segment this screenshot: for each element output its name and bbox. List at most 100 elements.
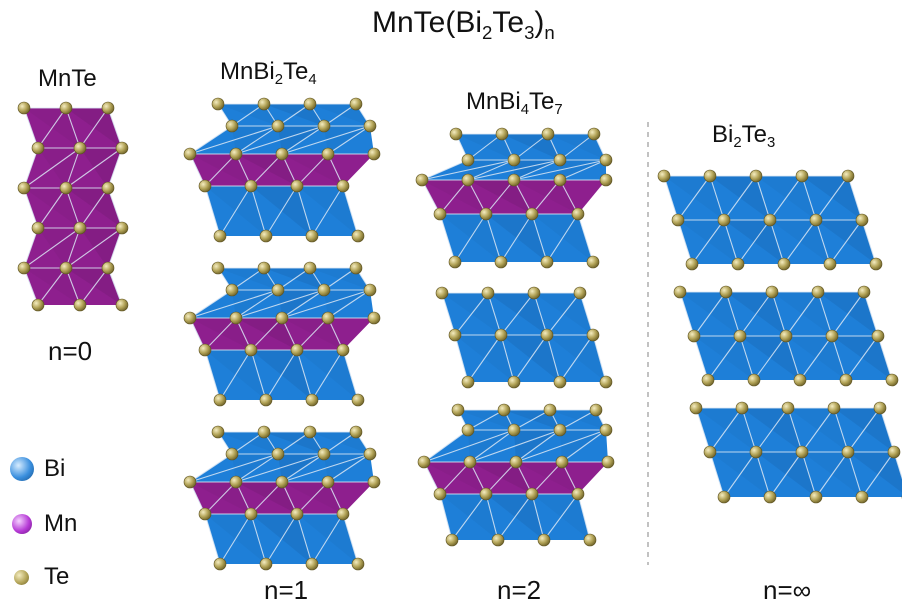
mnbi2te4-block-3-bi-layer-bond [231,431,265,455]
mnte-layer-bond [23,187,39,229]
mnbi2te4-block-3-bi-layer-bond [219,513,252,565]
mnte-layer-bond [65,267,81,306]
mnbi2te4-block-2-bi-layer [190,290,374,318]
bi2te3-block-3-bi-layer-bond [741,407,757,453]
mnbi2te4-block-2-bi-layer-bond [323,267,357,291]
mnbi4te7-block-2-bi-layer-bond [487,292,502,336]
bi2te3-block-2-bi-layer-bond [753,335,787,381]
bi2te3-block-2-bi-layer-bond [707,335,741,381]
te-atom [765,285,779,299]
te-atom [59,261,73,275]
bi2te3-block-1 [657,169,883,271]
mnbi4te7-block-3-bi-layer-bond [451,493,487,541]
mnte-layer-bond [23,227,39,269]
bi2te3-block-3-bi-layer-bond [861,451,895,498]
mnbi2te4-block-3-bi-layer-bond [189,453,233,483]
mnbi4te7-block-2-bi-layer-bond [454,292,489,336]
bi2te3-block-1-bi-layer-bond [737,219,771,265]
te-atom [793,373,807,387]
mnbi4te7-block-2-bi-layer-bond [513,334,548,383]
n-label-bi2te3: n=∞ [763,575,812,605]
n-label-mnbi4te7: n=2 [497,575,542,605]
te-atom [509,455,523,469]
mnbi2te4-block-1-bi-layer-facet [232,126,278,154]
bi2te3-block-3-bi-layer-bond [709,451,725,498]
te-atom [367,475,381,489]
te-atom [198,179,212,193]
mnbi2te4-block-3-bi-layer-bond [327,453,371,483]
te-atom [703,169,717,183]
bi2te3-block-1-bi-layer-bond [801,175,817,221]
mnte-layer-bond [65,147,81,189]
te-atom [257,425,271,439]
bi2te3-block-3-bi-layer-bond [893,451,902,480]
mnbi4te7-block-3-bi-layer-bond [515,429,607,463]
mnbi4te7-block-3-bi-layer-bond [559,409,597,431]
te-atom [733,329,747,343]
te-atom [271,447,285,461]
te-atom [599,423,613,437]
te-atom [685,257,699,271]
mnbi4te7-block-1-mn-layer-bond [421,179,441,215]
te-atom [527,286,541,300]
te-atom [435,286,449,300]
mnbi4te7-block-3-mn-layer-bond [531,461,563,495]
bi2te3-block-2-bi-layer-bond [693,335,709,381]
mnbi2te4-block-2-bi-layer-bond [189,289,279,319]
bi2te3-block-3-bi-layer-bond [879,407,895,453]
mnbi2te4-block-1-bi-layer-bond [231,103,265,127]
mnbi2te4-block-3-bi-layer-bond [204,513,221,565]
mnbi4te7-block-3-bi-layer-bond [423,429,515,463]
te-atom [795,169,809,183]
mnbi2te4-block-2-bi-layer-bond [231,267,265,291]
mnte-layer-bond [107,227,123,269]
bi2te3-block-2-bi-layer-bond [785,335,801,381]
mnbi4te7-block-2-bi-layer-bond [592,334,607,383]
bi2te3-block-2-bi-layer-bond [817,291,833,337]
te-atom [461,423,475,437]
mnbi4te7-block-2-bi-layer-bond [467,334,502,383]
te-atom [31,298,45,312]
te-atom [305,557,319,571]
te-atom [717,213,731,227]
te-atom [213,557,227,571]
diagram-title: MnTe(Bi2Te3)n [372,6,555,43]
te-atom [749,169,763,183]
bi2te3-block-2-bi-layer-bond [725,291,741,337]
te-atom [525,487,539,501]
mnbi4te7-block-1-bi-layer-bond [531,213,548,263]
bi2te3-block-1-bi-layer-bond [723,219,739,265]
mnbi4te7-block-1-bi-layer-bond [513,159,561,181]
te-atom [73,221,87,235]
mnbi4te7-block-3-mn-layer [424,462,608,494]
te-atom [244,507,258,521]
mnbi4te7-block-3-bi-layer-bond [577,493,591,541]
mnbi2te4-block-3-bi-layer-bond [323,431,357,455]
te-atom-icon [14,570,29,585]
bi2te3-block-2-bi-layer-bond [739,291,773,337]
te-atom [17,101,31,115]
mnbi4te7-block-2-bi-layer-bond [533,292,548,336]
te-atom [507,153,521,167]
mnte-structure [17,101,129,312]
bi2te3-block-2-bi-layer-bond [863,291,879,337]
te-atom [543,403,557,417]
mnbi2te4-block-3-bi-layer-bond [311,513,344,565]
te-atom [271,119,285,133]
mnbi2te4-block-3-bi-layer [190,454,374,482]
te-atom [553,375,567,389]
te-atom [275,475,289,489]
mnbi4te7-block-1-bi-layer-bond [454,213,487,263]
te-atom [257,97,271,111]
te-atom [290,343,304,357]
te-atom [317,283,331,297]
mnbi2te4-block-2-bi-layer-bond [277,267,311,291]
te-atom [827,401,841,415]
mnte-layer-bond [107,187,123,229]
mnte-layer-bond [37,267,67,306]
te-atom [809,213,823,227]
te-atom [825,329,839,343]
bi2te3-block-2-bi-layer-bond [877,335,893,381]
te-atom [349,97,363,111]
mnbi4te7-block-1-bi-layer-bond [485,213,502,263]
